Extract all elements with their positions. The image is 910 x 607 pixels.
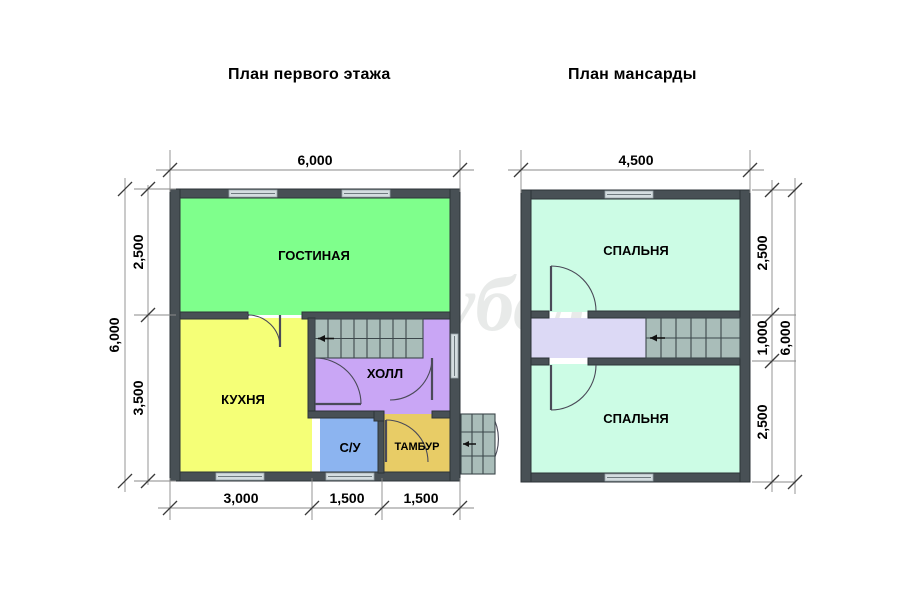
floor2-window-bedroom-top xyxy=(604,190,654,199)
room-bathroom xyxy=(320,418,380,473)
room-label-kitchen: КУХНЯ xyxy=(221,392,265,407)
floor1-staircase xyxy=(314,318,424,359)
floor1-door-kitchen xyxy=(246,314,282,348)
floor1-dim-top-total: 6,000 xyxy=(297,152,332,168)
floor2-staircase xyxy=(645,317,741,359)
floor1-porch-direction-arrow xyxy=(463,441,476,447)
floor1-interior-wall-living-bottom-right xyxy=(301,311,451,320)
floor2-dim-right-seg-2: 1,000 xyxy=(754,320,770,355)
floor1-door-vestibule-bath xyxy=(384,419,429,463)
floor2-dim-right-seg-1: 2,500 xyxy=(754,235,770,270)
floor2-plan: СПАЛЬНЯ СПАЛЬНЯ 4,500 xyxy=(508,150,803,494)
floor1-entrance-porch xyxy=(460,413,496,475)
floor1-window-living-left xyxy=(228,189,278,198)
floor2-stair-direction-arrow xyxy=(650,334,665,342)
floor2-wall-right xyxy=(739,189,751,483)
floor2-interior-wall-corridor-bottom-right xyxy=(587,357,741,366)
floor1-window-kitchen xyxy=(215,472,265,481)
floor2-interior-wall-corridor-top xyxy=(530,310,550,319)
floor1-plan-title: План первого этажа xyxy=(228,66,391,83)
room-vestibule xyxy=(383,414,450,473)
floor2-dim-right-total: 6,000 xyxy=(777,178,803,494)
room-kitchen xyxy=(180,318,312,473)
room-label-living: ГОСТИНАЯ xyxy=(278,248,350,263)
room-bedroom-bottom xyxy=(531,364,740,474)
floor2-dim-right-outer-total: 6,000 xyxy=(777,320,793,355)
floor2-interior-wall-corridor-top-right xyxy=(587,310,741,319)
floor1-interior-wall-kitchen-hall xyxy=(307,317,316,419)
floor1-interior-wall-bath-vestibule xyxy=(377,417,385,474)
floor2-door-bedroom-bottom xyxy=(549,364,597,411)
floor2-dim-right-seg-3: 2,500 xyxy=(754,404,770,439)
floor1-wall-stub-vestibule xyxy=(373,410,385,422)
floor2-window-bedroom-bottom xyxy=(604,473,654,482)
floor1-interior-wall-hall-bottom-right xyxy=(431,410,451,419)
room-label-hall: ХОЛЛ xyxy=(367,366,403,381)
floor1-wall-bottom xyxy=(169,471,461,482)
floor1-plan: ГОСТИНАЯ КУХНЯ ХОЛЛ С/У ТАМБУР 6,000 xyxy=(106,150,499,520)
room-living xyxy=(180,197,450,315)
floor1-dim-left-outer-total: 6,000 xyxy=(106,317,122,352)
floor1-window-living-right xyxy=(341,189,391,198)
room-label-bedroom-bottom: СПАЛЬНЯ xyxy=(603,411,668,426)
floor1-dim-bottom-seg-2: 1,500 xyxy=(329,490,364,506)
floor1-dim-bottom: 3,000 1,500 1,500 xyxy=(158,478,474,520)
floor1-dim-left-seg-1: 2,500 xyxy=(130,234,146,269)
floor1-dim-bottom-seg-3: 1,500 xyxy=(403,490,438,506)
floor1-door-hall-vestibule xyxy=(389,357,434,401)
floor1-stair-direction-arrow xyxy=(318,335,334,342)
floor2-dim-right-inner: 2,500 1,000 2,500 xyxy=(752,180,796,492)
room-bedroom-top xyxy=(531,198,740,312)
room-label-vestibule: ТАМБУР xyxy=(395,441,440,453)
floor2-plan-title: План мансарды xyxy=(568,66,697,83)
floor1-dim-bottom-seg-1: 3,000 xyxy=(223,490,258,506)
floor1-wall-left xyxy=(169,188,181,482)
floor1-window-bathroom xyxy=(325,472,375,481)
floor1-dim-left-inner: 2,500 3,500 xyxy=(130,181,176,489)
floor1-dim-top: 6,000 xyxy=(156,150,474,192)
floor2-door-bedroom-top xyxy=(549,265,597,312)
floor1-interior-wall-living-bottom-left xyxy=(179,311,249,320)
floor1-door-hall-kitchen xyxy=(314,357,362,406)
floor1-window-hall xyxy=(450,333,459,379)
floor1-interior-wall-hall-bottom xyxy=(307,410,375,419)
floor2-interior-wall-corridor-bottom xyxy=(530,357,550,366)
room-label-bathroom: С/У xyxy=(339,440,361,455)
floor1-wall-top xyxy=(169,188,461,199)
floor1-dim-left-total: 6,000 xyxy=(106,178,133,492)
room-label-bedroom-top: СПАЛЬНЯ xyxy=(603,243,668,258)
floor2-wall-left xyxy=(520,189,532,483)
floor2-dim-top-total: 4,500 xyxy=(618,152,653,168)
floor1-dim-left-seg-2: 3,500 xyxy=(130,380,146,415)
floor2-dim-top: 4,500 xyxy=(508,150,764,193)
